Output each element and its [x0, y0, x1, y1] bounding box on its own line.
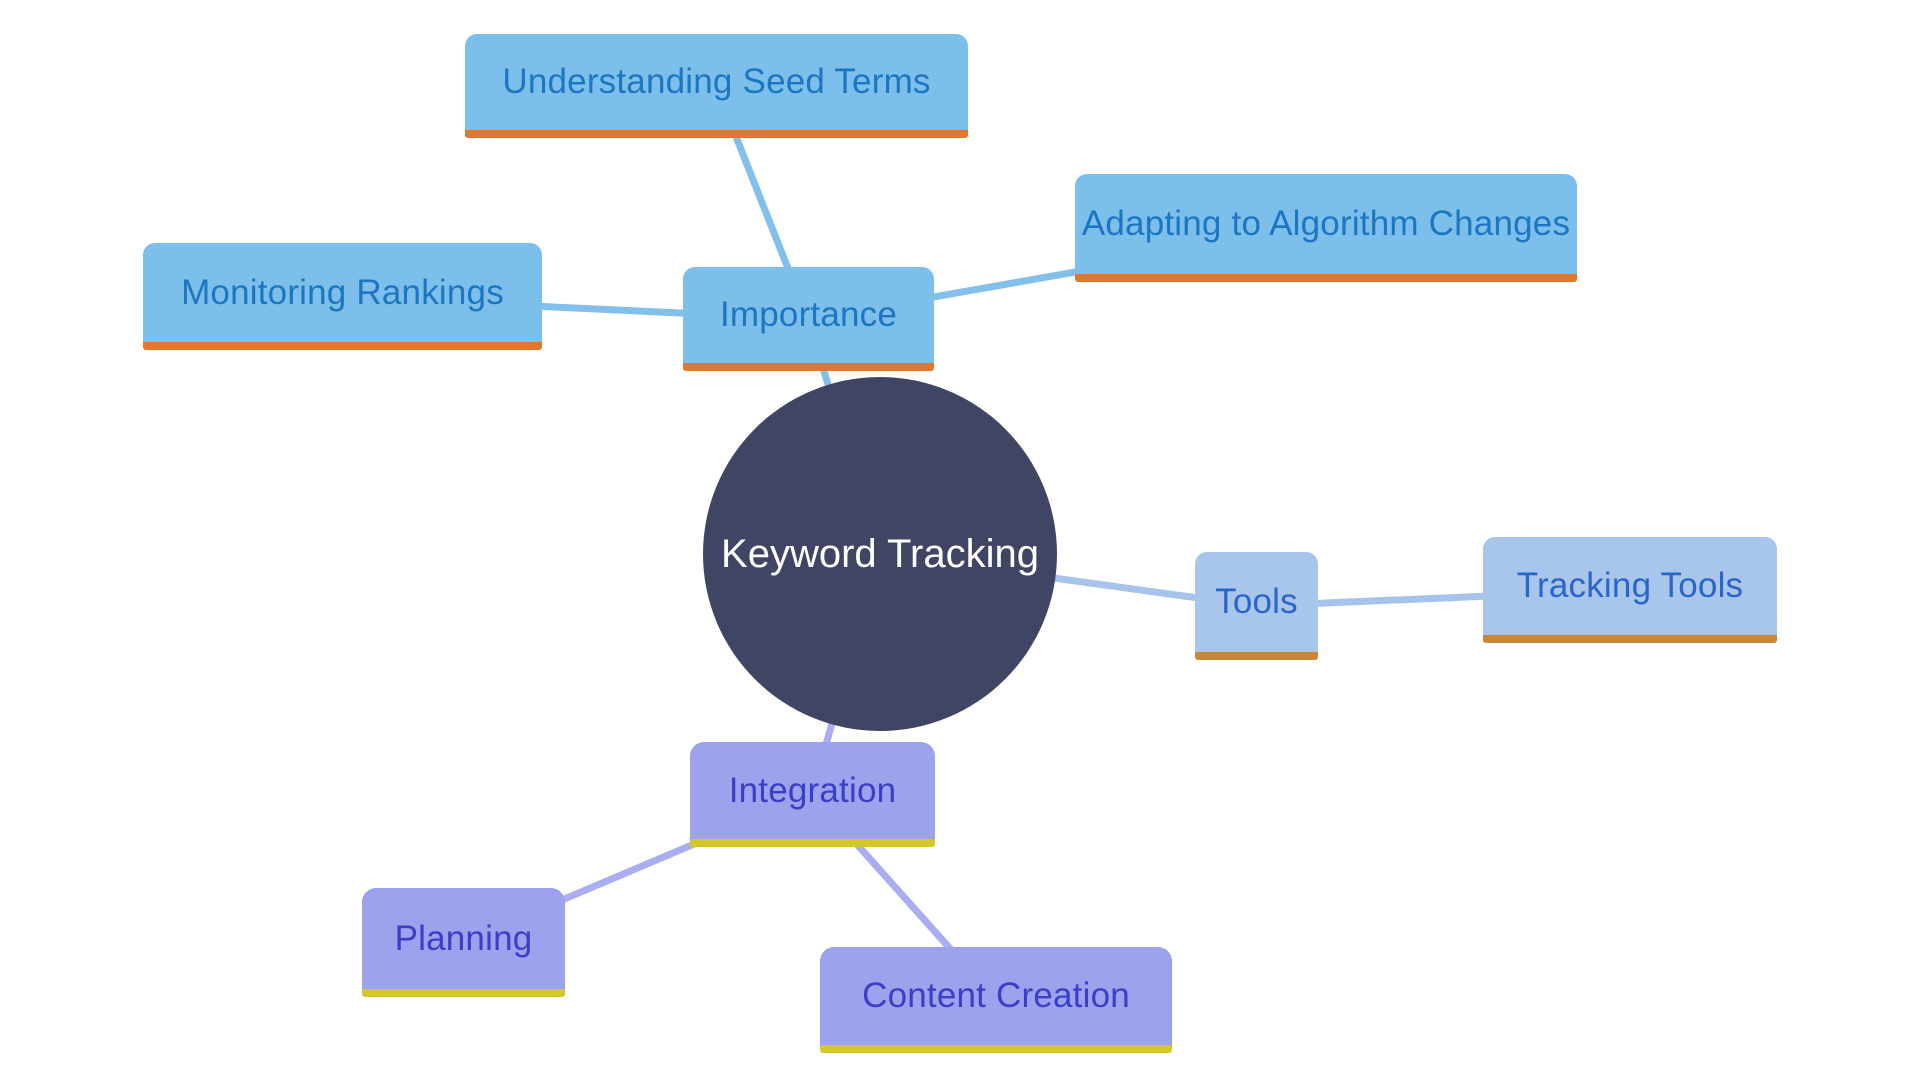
node-label: Planning [394, 918, 533, 958]
node-importance[interactable]: Importance [683, 267, 934, 371]
node-label: Importance [719, 295, 898, 334]
node-keyword-tracking-center[interactable]: Keyword Tracking [703, 377, 1057, 731]
node-label: Understanding Seed Terms [502, 62, 931, 101]
node-understanding-seed-terms[interactable]: Understanding Seed Terms [465, 34, 968, 138]
node-label: Adapting to Algorithm Changes [1081, 204, 1571, 243]
node-label: Tools [1215, 582, 1298, 621]
center-label: Keyword Tracking [721, 531, 1039, 576]
node-planning[interactable]: Planning [362, 888, 565, 997]
node-label: Content Creation [862, 976, 1130, 1015]
node-integration[interactable]: Integration [690, 742, 935, 847]
node-monitoring-rankings[interactable]: Monitoring Rankings [143, 243, 542, 350]
node-adapting-to-algorithm-changes[interactable]: Adapting to Algorithm Changes [1075, 174, 1577, 282]
node-label: Monitoring Rankings [181, 272, 504, 312]
node-content-creation[interactable]: Content Creation [820, 947, 1172, 1053]
node-label: Tracking Tools [1516, 566, 1744, 605]
node-label: Integration [728, 770, 897, 810]
node-tracking-tools[interactable]: Tracking Tools [1483, 537, 1777, 643]
node-tools[interactable]: Tools [1195, 552, 1318, 660]
